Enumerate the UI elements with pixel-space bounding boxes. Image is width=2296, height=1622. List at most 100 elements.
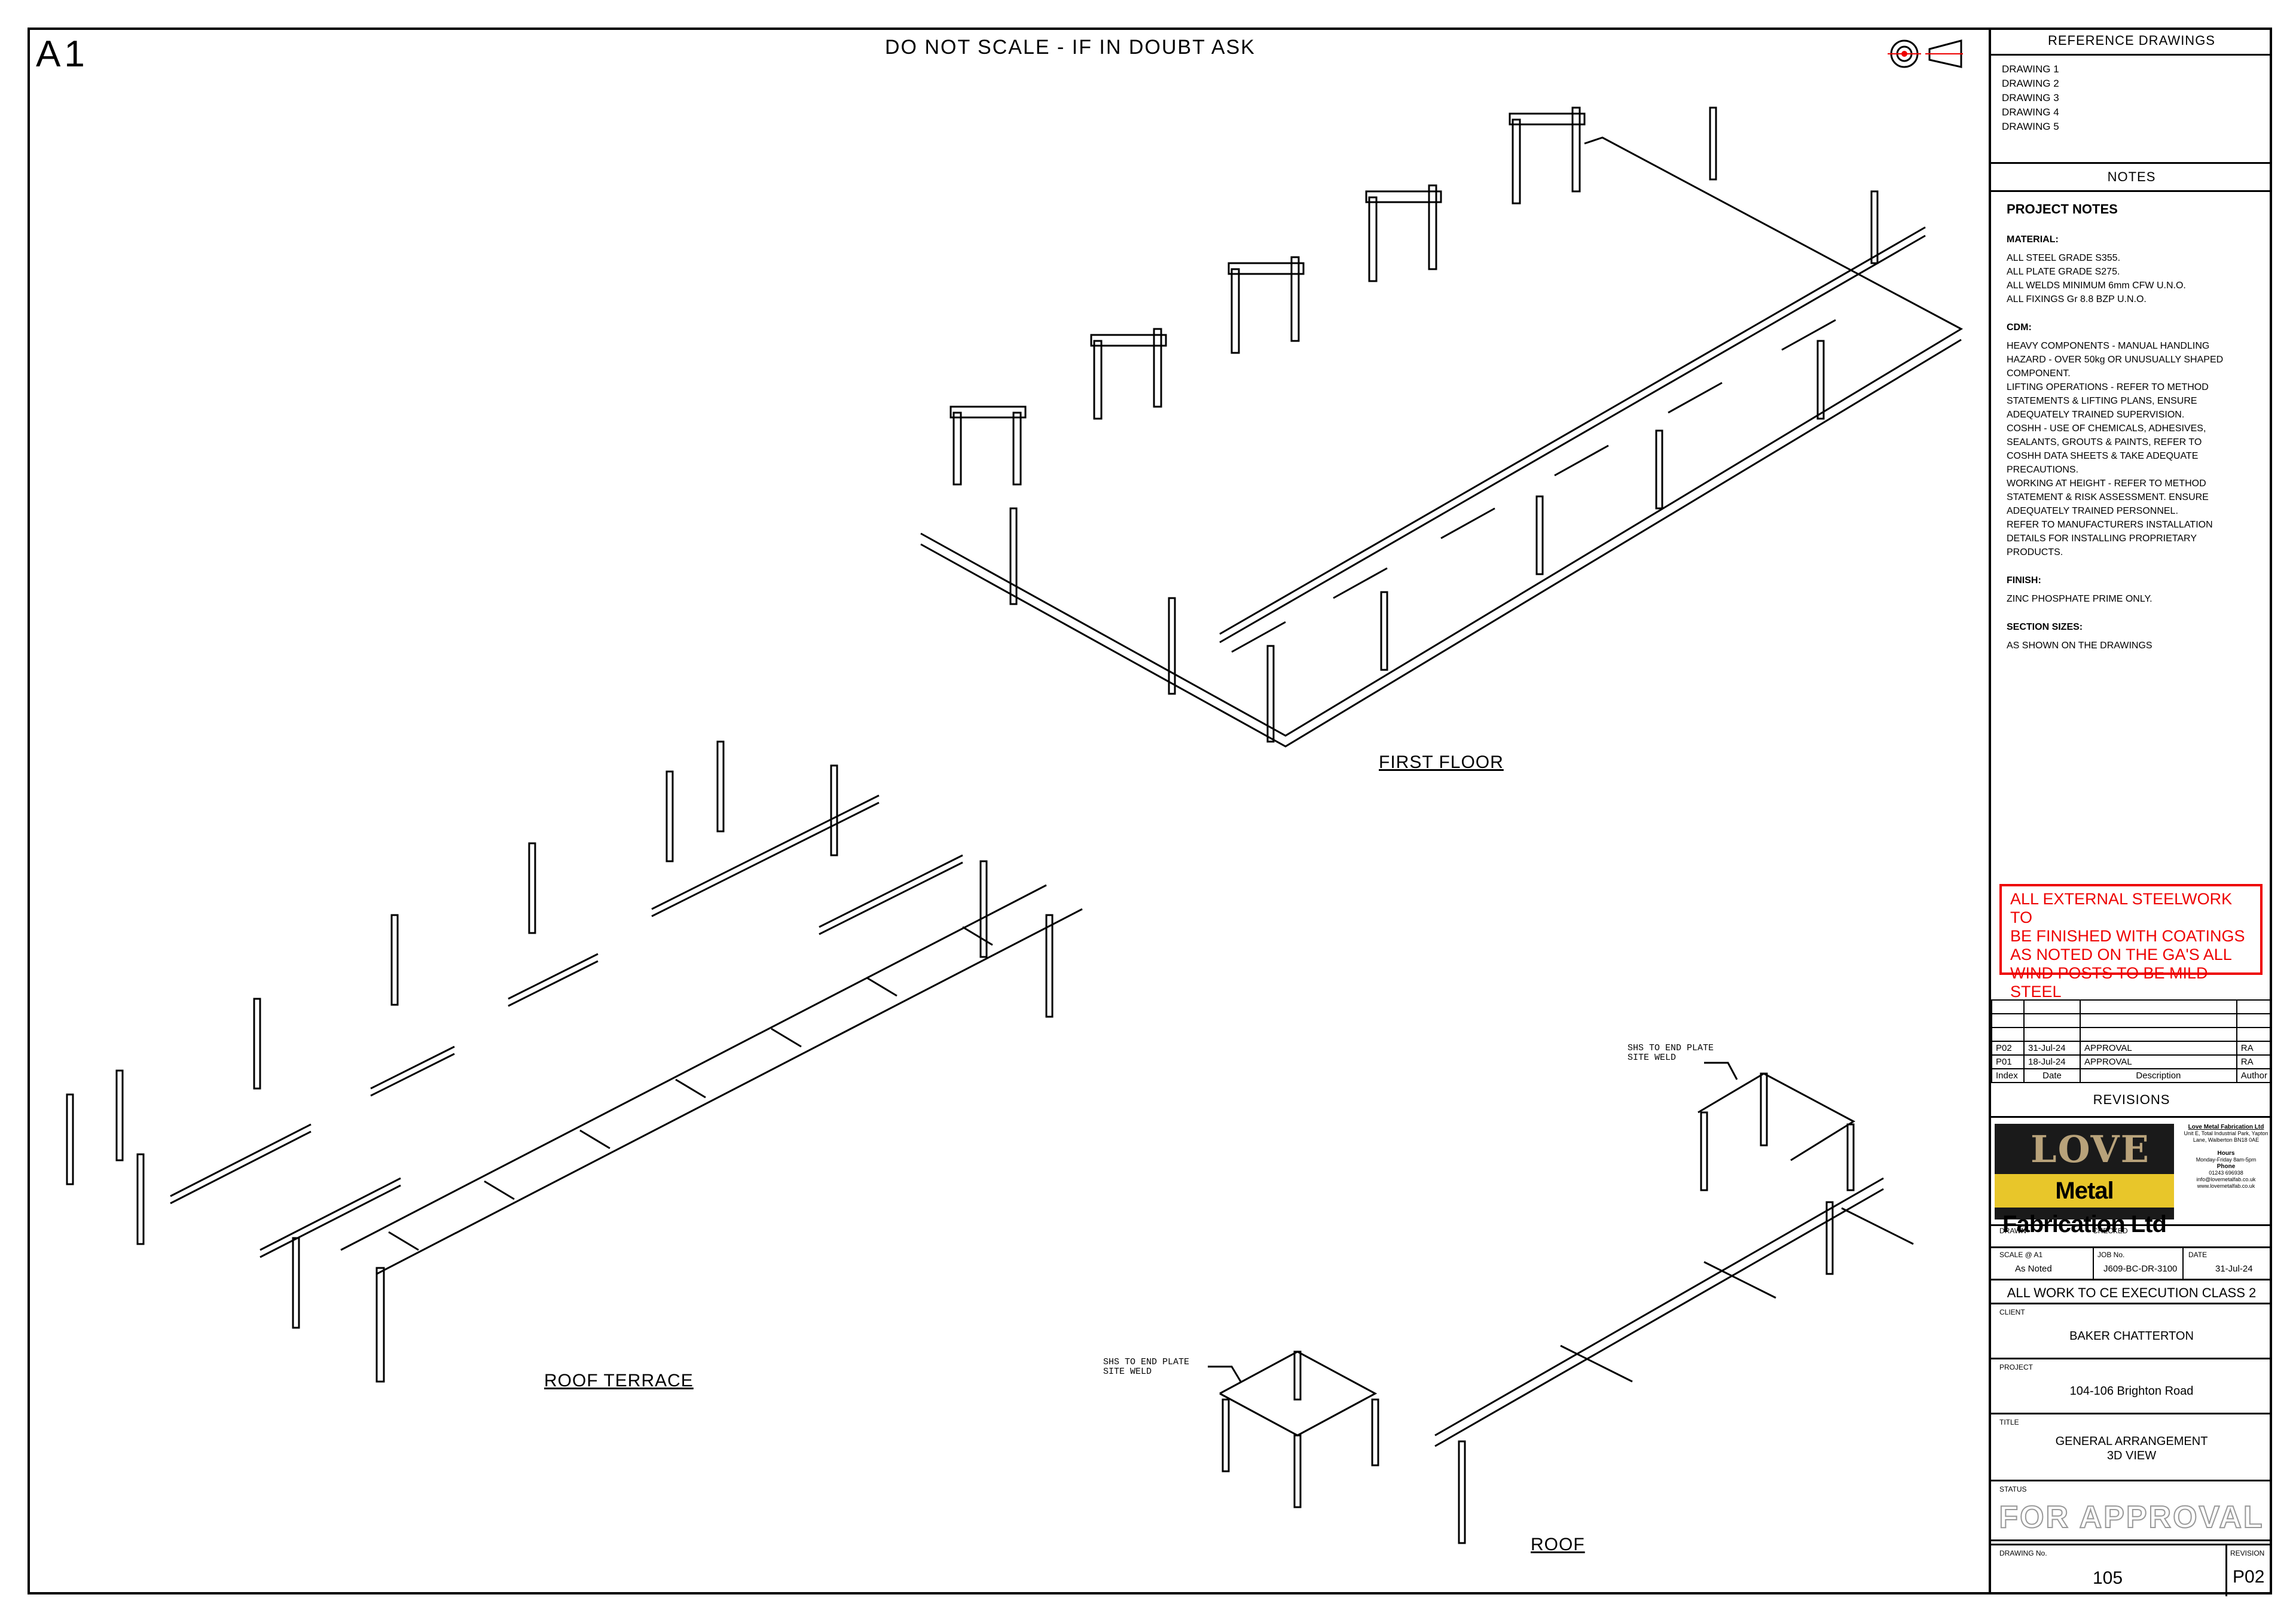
title-row: TITLE GENERAL ARRANGEMENT 3D VIEW xyxy=(1991,1414,2272,1481)
note-line: ADEQUATELY TRAINED SUPERVISION. xyxy=(2007,410,2185,420)
sheet-size: A1 xyxy=(36,33,88,75)
cdm-lines: HEAVY COMPONENTS - MANUAL HANDLING HAZAR… xyxy=(2007,339,2258,559)
header-description: Description xyxy=(2080,1068,2237,1083)
drawing-number-row: DRAWING No. 105 REVISION P02 xyxy=(1991,1544,2272,1596)
title-block: REFERENCE DRAWINGS DRAWING 1 DRAWING 2 D… xyxy=(1989,28,2273,1596)
note-line: STATEMENTS & LIFTING PLANS, ENSURE xyxy=(2007,396,2197,406)
table-row xyxy=(1991,1027,2273,1042)
reference-drawing: DRAWING 1 xyxy=(2002,63,2059,75)
revisions-table: P02 31-Jul-24 APPROVAL RA P01 18-Jul-24 … xyxy=(1991,999,2273,1083)
reference-drawings-heading: REFERENCE DRAWINGS xyxy=(1991,28,2272,56)
weld-note: SHS TO END PLATE SITE WELD xyxy=(1628,1043,1714,1063)
header-date: Date xyxy=(2023,1068,2081,1083)
roof-terrace-steelwork xyxy=(66,740,1083,1383)
project-row: PROJECT 104-106 Brighton Road xyxy=(1991,1359,2272,1414)
rev-date: 18-Jul-24 xyxy=(2023,1054,2081,1069)
company-email: info@lovemetalfab.co.uk xyxy=(2196,1176,2256,1182)
project-notes-title: PROJECT NOTES xyxy=(2007,202,2118,217)
revisions-title: REVISIONS xyxy=(2093,1092,2170,1107)
checked-label: CHECKED xyxy=(2093,1227,2128,1235)
note-line: ALL STEEL GRADE S355. xyxy=(2007,253,2121,263)
cdm-heading: CDM: xyxy=(2007,322,2032,333)
title-label: TITLE xyxy=(1999,1418,2019,1426)
note-line: HAZARD - OVER 50kg OR UNUSUALLY SHAPED xyxy=(2007,355,2224,365)
note-line: PRECAUTIONS. xyxy=(2007,465,2079,475)
note-line: PRODUCTS. xyxy=(2007,547,2063,557)
rev-index: P02 xyxy=(1991,1041,2025,1056)
header-index: Index xyxy=(1991,1068,2025,1083)
material-lines: ALL STEEL GRADE S355. ALL PLATE GRADE S2… xyxy=(2007,251,2258,306)
reference-drawing: DRAWING 2 xyxy=(2002,78,2059,89)
note-line: STATEMENT & RISK ASSESSMENT. ENSURE xyxy=(2007,492,2209,502)
rev-author: RA xyxy=(2236,1054,2273,1069)
section-sizes-heading: SECTION SIZES: xyxy=(2007,622,2083,632)
project-label: PROJECT xyxy=(1999,1363,2034,1371)
reference-drawing: DRAWING 5 xyxy=(2002,121,2059,132)
phone-value: 01243 696938 xyxy=(2209,1170,2243,1176)
client-value: BAKER CHATTERTON xyxy=(2069,1330,2194,1343)
revision-value: P02 xyxy=(2233,1567,2265,1587)
scale-warning: DO NOT SCALE - IF IN DOUBT ASK xyxy=(885,36,1256,59)
status-label: STATUS xyxy=(1999,1485,2027,1493)
note-line: COMPONENT. xyxy=(2007,368,2071,379)
client-label: CLIENT xyxy=(1999,1308,2025,1316)
drawing-no-value: 105 xyxy=(2093,1568,2123,1588)
material-heading: MATERIAL: xyxy=(2007,234,2059,245)
note-line: ALL FIXINGS Gr 8.8 BZP U.N.O. xyxy=(2007,294,2147,304)
hours-value: Monday-Friday 8am-5pm xyxy=(2196,1157,2257,1163)
job-label: JOB No. xyxy=(2097,1251,2125,1259)
date-value: 31-Jul-24 xyxy=(2215,1264,2253,1274)
table-row xyxy=(1991,1013,2273,1028)
reference-drawing: DRAWING 4 xyxy=(2002,106,2059,118)
drawn-label: DRAWN xyxy=(1999,1227,2026,1235)
warning-line: ALL EXTERNAL STEELWORK TO xyxy=(2010,890,2233,926)
note-line: ALL WELDS MINIMUM 6mm CFW U.N.O. xyxy=(2007,281,2186,291)
rev-author: RA xyxy=(2236,1041,2273,1056)
note-line: COSHH - USE OF CHEMICALS, ADHESIVES, xyxy=(2007,423,2206,434)
company-row: LOVE Metal Fabrication Ltd Love Metal Fa… xyxy=(1991,1116,2272,1237)
note-line: COSHH DATA SHEETS & TAKE ADEQUATE xyxy=(2007,451,2199,461)
status-row: STATUS FOR APPROVAL xyxy=(1991,1481,2272,1541)
company-details: Love Metal Fabrication Ltd Unit E, Total… xyxy=(2181,1124,2271,1190)
note-line: WORKING AT HEIGHT - REFER TO METHOD xyxy=(2007,478,2206,489)
logo-tagline: Metal Fabrication Ltd xyxy=(1995,1174,2174,1237)
reference-drawing: DRAWING 3 xyxy=(2002,92,2059,103)
finish-text: ZINC PHOSPHATE PRIME ONLY. xyxy=(2007,594,2152,604)
company-website: www.lovemetalfab.co.uk xyxy=(2197,1183,2255,1189)
scale-label: SCALE @ A1 xyxy=(1999,1251,2043,1259)
note-line: HEAVY COMPONENTS - MANUAL HANDLING xyxy=(2007,341,2210,351)
project-value: 104-106 Brighton Road xyxy=(2069,1385,2194,1398)
note-line: REFER TO MANUFACTURERS INSTALLATION xyxy=(2007,520,2213,530)
note-line: DETAILS FOR INSTALLING PROPRIETARY xyxy=(2007,533,2197,544)
company-logo: LOVE Metal Fabrication Ltd xyxy=(1995,1124,2174,1237)
hours-label: Hours xyxy=(2217,1150,2235,1157)
scale-job-date-row: SCALE @ A1 As Noted JOB No. J609-BC-DR-3… xyxy=(1991,1248,2272,1280)
client-row: CLIENT BAKER CHATTERTON xyxy=(1991,1304,2272,1359)
status-value: FOR APPROVAL xyxy=(1998,1499,2264,1535)
execution-class-row: ALL WORK TO CE EXECUTION CLASS 2 xyxy=(1991,1280,2272,1304)
portal-frames xyxy=(949,106,1586,486)
weld-note: SHS TO END PLATE SITE WELD xyxy=(1103,1357,1190,1377)
external-steelwork-warning: ALL EXTERNAL STEELWORK TO BE FINISHED WI… xyxy=(1999,884,2263,1001)
revision-label: REVISION xyxy=(2230,1549,2265,1557)
company-address: Unit E, Total Industrial Park, Yapton La… xyxy=(2184,1130,2268,1143)
table-row: P02 31-Jul-24 APPROVAL RA xyxy=(1991,1041,2273,1056)
execution-class: ALL WORK TO CE EXECUTION CLASS 2 xyxy=(2007,1285,2257,1300)
rev-index: P01 xyxy=(1991,1054,2025,1069)
title-line-1: GENERAL ARRANGEMENT xyxy=(2055,1435,2208,1448)
warning-line: BE FINISHED WITH COATINGS xyxy=(2010,927,2245,945)
project-notes: PROJECT NOTES MATERIAL: ALL STEEL GRADE … xyxy=(2007,202,2258,653)
roof-steelwork xyxy=(1208,1062,1914,1544)
rev-date: 31-Jul-24 xyxy=(2023,1041,2081,1056)
table-row: P01 18-Jul-24 APPROVAL RA xyxy=(1991,1054,2273,1069)
table-header-row: Index Date Description Author xyxy=(1991,1068,2273,1083)
drawing-no-label: DRAWING No. xyxy=(1999,1549,2047,1557)
rev-description: APPROVAL xyxy=(2080,1041,2237,1056)
date-label: DATE xyxy=(2188,1251,2208,1259)
drawing-sheet xyxy=(28,28,2272,1594)
scale-value: As Noted xyxy=(2015,1264,2052,1274)
reference-drawings-list: DRAWING 1 DRAWING 2 DRAWING 3 DRAWING 4 … xyxy=(2002,62,2059,134)
view-label-first-floor: FIRST FLOOR xyxy=(1379,752,1504,772)
company-name: Love Metal Fabrication Ltd xyxy=(2188,1124,2264,1130)
header-author: Author xyxy=(2236,1068,2273,1083)
